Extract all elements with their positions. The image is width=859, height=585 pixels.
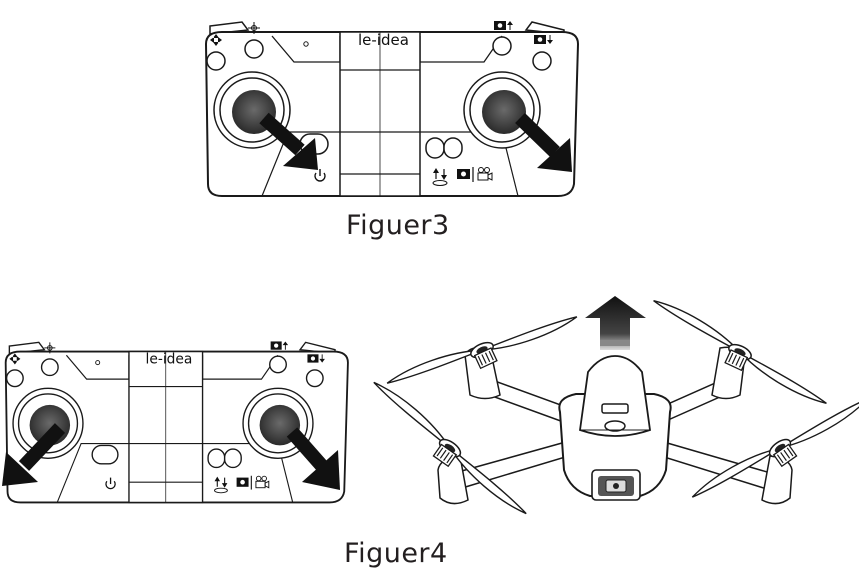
directional-cross-icon xyxy=(9,353,21,365)
trim-icon xyxy=(248,22,260,34)
altitude-icon xyxy=(432,168,448,186)
drone xyxy=(358,295,859,520)
photo-icon xyxy=(457,167,474,182)
figure4-caption: Figuer4 xyxy=(344,538,448,569)
trim-icon xyxy=(44,342,56,354)
figure3-right-arrow xyxy=(515,112,572,172)
figure4-brand-label: le-idea xyxy=(146,352,193,368)
camera-up-icon xyxy=(270,341,289,350)
figure3-caption: Figuer3 xyxy=(346,210,450,241)
video-icon xyxy=(255,475,270,489)
up-arrow-icon xyxy=(585,296,646,350)
power-icon xyxy=(314,169,326,182)
figure3-remote: le-idea xyxy=(205,21,579,197)
figure3-left-arrow xyxy=(259,112,318,170)
power-icon xyxy=(105,477,116,490)
figure4-right-arrow xyxy=(286,427,340,490)
figure4-remote: le-idea xyxy=(4,341,349,504)
figure4-left-arrow xyxy=(2,423,66,486)
video-icon xyxy=(477,167,493,181)
altitude-icon xyxy=(214,476,228,494)
camera-up-icon xyxy=(494,21,513,30)
camera-down-icon xyxy=(307,354,325,363)
camera-down-icon xyxy=(534,35,553,44)
photo-icon xyxy=(236,475,252,490)
figure3-brand-label: le-idea xyxy=(358,31,409,49)
directional-cross-icon xyxy=(210,34,222,46)
